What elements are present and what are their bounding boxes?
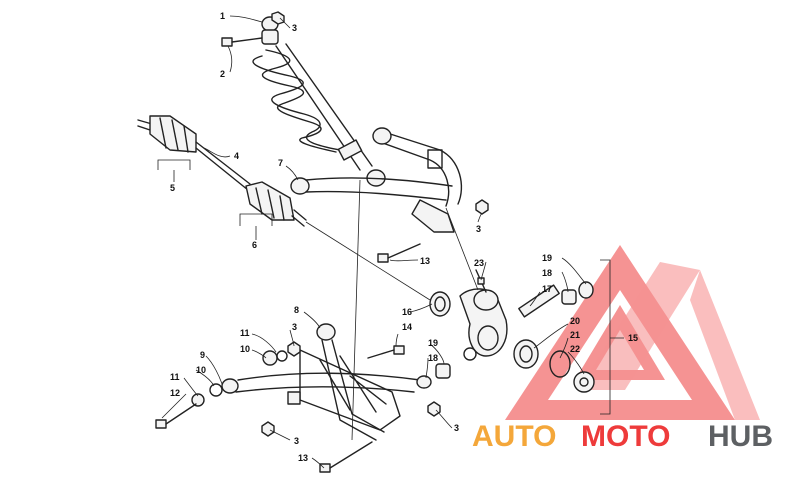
- lower-a-arm: [191, 323, 421, 441]
- callout-13-lower: 13: [298, 453, 308, 463]
- callout-16: 16: [402, 307, 412, 317]
- bushing-washer: [262, 350, 278, 366]
- grease-fitting: [477, 277, 485, 285]
- callout-20: 20: [570, 316, 580, 326]
- wheel-bearing: [513, 339, 539, 369]
- callout-11-upper: 11: [240, 328, 250, 338]
- upper-bolt: [377, 243, 421, 263]
- callout-4: 4: [234, 151, 239, 161]
- lower-front-bolt: [155, 403, 197, 429]
- lower-arm-bolt-upper: [367, 345, 405, 359]
- callout-21: 21: [570, 330, 580, 340]
- lower-nut-upper: [287, 341, 301, 357]
- lower-arm-gusset: [299, 349, 401, 431]
- lower-rear-sleeve: [435, 363, 451, 379]
- callout-3-bottom-left: 3: [294, 436, 299, 446]
- callout-11-lower: 11: [170, 372, 180, 382]
- callout-19-lower: 19: [428, 338, 438, 348]
- callout-3-upper: 3: [476, 224, 481, 234]
- lower-arm-front-bushing: [221, 378, 239, 394]
- callout-10-lower: 10: [196, 365, 206, 375]
- callout-17: 17: [542, 284, 552, 294]
- callout-7: 7: [278, 158, 283, 168]
- hub-sleeve: [561, 289, 577, 305]
- hub-seal: [429, 291, 451, 317]
- wordmark-hub: HUB: [708, 420, 773, 453]
- lower-nut-left: [261, 421, 275, 437]
- callout-19-upper: 19: [542, 253, 552, 263]
- callout-1: 1: [220, 11, 225, 21]
- lower-nut-right: [427, 401, 441, 417]
- wordmark-auto: AUTO: [472, 420, 556, 453]
- hub-washer: [578, 281, 594, 299]
- shock-spring-back: [252, 55, 341, 151]
- upper-arm-nut: [475, 199, 489, 215]
- steering-knuckle: [459, 269, 508, 357]
- shock-spring: [262, 49, 337, 153]
- callout-leaders: [157, 15, 624, 469]
- upper-a-arm: [290, 127, 489, 233]
- callout-10-upper: 10: [240, 344, 250, 354]
- wordmark-moto: MOTO: [581, 420, 670, 453]
- hub-components: [518, 281, 595, 393]
- hub-cap: [573, 371, 595, 393]
- callout-12: 12: [170, 388, 180, 398]
- retaining-ring: [549, 350, 571, 378]
- lower-rear-bolt: [319, 441, 373, 473]
- callout-5: 5: [170, 183, 175, 193]
- callout-2: 2: [220, 69, 225, 79]
- lower-arm-rear-bushing: [316, 323, 336, 341]
- callout-8: 8: [294, 305, 299, 315]
- upper-arm-front-bushing: [290, 177, 310, 195]
- drive-axle: [137, 115, 307, 227]
- lower-rear-washer: [416, 375, 432, 389]
- upper-arm-rear-bushing: [372, 127, 392, 145]
- axle-shaft: [195, 141, 251, 185]
- shock-bolt: [221, 37, 263, 47]
- callout-18-lower: 18: [428, 353, 438, 363]
- hub-spacer: [518, 284, 560, 318]
- shock-spring-collar: [337, 139, 363, 161]
- callout-22: 22: [570, 344, 580, 354]
- callout-14: 14: [402, 322, 412, 332]
- callout-13-upper: 13: [420, 256, 430, 266]
- callout-labels: 1 2 3 4 5 6 7 3 13 23 19 18 17 16 8 3 14…: [170, 11, 638, 463]
- callout-9: 9: [200, 350, 205, 360]
- callout-15: 15: [628, 333, 638, 343]
- shock-top-eye: [261, 29, 279, 45]
- callout-18-upper: 18: [542, 268, 552, 278]
- upper-arm-balljoint-plate: [411, 199, 455, 233]
- inner-cv-boot: [149, 115, 197, 153]
- callout-6: 6: [252, 240, 257, 250]
- automotohub-wordmark: AUTO MOTO HUB: [472, 420, 773, 453]
- callout-3-mid: 3: [292, 322, 297, 332]
- callout-3-bottom-right: 3: [454, 423, 459, 433]
- callout-3: 3: [292, 23, 297, 33]
- callout-23: 23: [474, 258, 484, 268]
- shock-absorber: [252, 16, 386, 187]
